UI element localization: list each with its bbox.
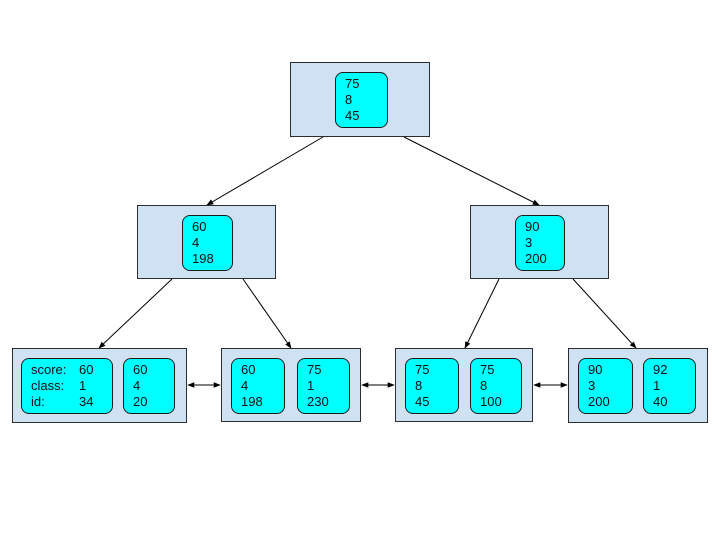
key-class-line: 8 [415,378,458,394]
key-class-line: 4 [192,235,232,251]
key-score-line: 75 [345,76,387,92]
key-score-value: 75 [307,362,322,377]
key-entry: score: 60 class: 1 id: 34 [21,358,113,414]
key-class-line: 3 [588,378,632,394]
key-class-value: 4 [133,378,141,393]
key-score-value: 90 [588,362,603,377]
key-class-line: 4 [133,378,174,394]
key-score-line: 75 [415,362,458,378]
key-score-value: 92 [653,362,668,377]
key-id-line: 40 [653,394,695,410]
key-class-line: 4 [241,378,284,394]
key-class-value: 3 [588,378,596,393]
edge-internal-2-to-leaf-4 [572,278,637,349]
key-class-value: 4 [192,235,200,250]
key-class-line: 8 [345,92,387,108]
key-id-value: 34 [79,394,94,409]
key-id-value: 100 [480,394,502,409]
key-id-value: 40 [653,394,668,409]
edge-internal-1-to-leaf-1 [98,278,173,349]
key-class-value: 4 [241,378,249,393]
key-score-line: 92 [653,362,695,378]
key-score-value: 75 [480,362,495,377]
key-class-value: 8 [345,92,353,107]
key-id-line: 200 [588,394,632,410]
key-id-value: 45 [415,394,430,409]
key-score-line: 90 [525,219,564,235]
key-id-value: 200 [525,251,547,266]
edge-internal-2-to-leaf-3 [464,278,500,349]
field-label-id: id: [31,394,45,409]
key-score-value: 60 [133,362,148,377]
key-id-line: 200 [525,251,564,267]
key-score-value: 90 [525,219,540,234]
key-id-value: 45 [345,108,360,123]
key-score-value: 60 [79,362,94,377]
key-id-value: 198 [192,251,214,266]
key-score-value: 60 [241,362,256,377]
edge-internal-1-to-leaf-2 [242,278,292,349]
key-class-line: 1 [653,378,695,394]
field-label-score: score: [31,362,67,377]
key-id-value: 198 [241,394,263,409]
key-id-value: 230 [307,394,329,409]
key-id-value: 20 [133,394,148,409]
key-id-line: 100 [480,394,521,410]
key-id-line: 45 [415,394,458,410]
key-class-value: 1 [307,378,315,393]
key-id-line: 20 [133,394,174,410]
field-label-class: class: [31,378,65,393]
key-class-line: 3 [525,235,564,251]
key-class-value: 1 [79,378,87,393]
key-class-line: 1 [307,378,349,394]
key-class-value: 8 [415,378,423,393]
key-score-line: 60 [192,219,232,235]
key-id-line: 230 [307,394,349,410]
key-id-value: 200 [588,394,610,409]
key-id-line: 45 [345,108,387,124]
key-class-line: class: 1 [31,378,112,394]
edge-root-to-internal-1 [206,136,324,206]
key-score-value: 75 [415,362,430,377]
key-id-line: 198 [241,394,284,410]
key-id-line: id: 34 [31,394,112,410]
key-score-value: 60 [192,219,207,234]
key-class-value: 3 [525,235,533,250]
key-score-line: score: 60 [31,362,112,378]
key-score-value: 75 [345,76,360,91]
key-class-value: 1 [653,378,661,393]
key-score-line: 90 [588,362,632,378]
key-id-line: 198 [192,251,232,267]
key-class-line: 8 [480,378,521,394]
key-score-line: 60 [133,362,174,378]
key-score-line: 75 [480,362,521,378]
key-class-value: 8 [480,378,488,393]
key-score-line: 60 [241,362,284,378]
edge-root-to-internal-2 [403,136,540,206]
key-score-line: 75 [307,362,349,378]
